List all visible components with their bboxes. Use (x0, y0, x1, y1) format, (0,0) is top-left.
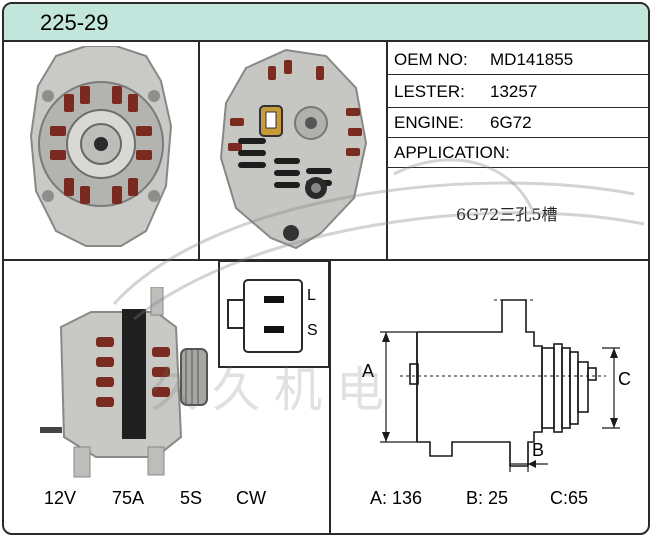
watermark-text: 久久机电 (150, 362, 399, 418)
lester-label: LESTER: (394, 82, 465, 101)
dimension-label-a: A (362, 361, 375, 381)
divider-bottom-vertical (329, 260, 331, 533)
divider-info-1 (387, 74, 648, 75)
lester-value: 13257 (490, 82, 538, 101)
spec-rotation: CW (236, 488, 266, 508)
oem-value: MD141855 (490, 50, 574, 69)
divider-info-3 (387, 137, 648, 138)
oem-label: OEM NO: (394, 50, 468, 69)
divider-info-4 (387, 167, 648, 168)
connector-label-s: S (307, 322, 318, 339)
connector-diagram (218, 260, 330, 368)
engine-label: ENGINE: (394, 113, 464, 132)
engine-value: 6G72 (490, 113, 532, 132)
dimension-a-value: A: 136 (370, 488, 423, 508)
dimension-label-c: C (618, 369, 631, 389)
watermark-swoosh (112, 158, 645, 321)
alternator-front-photo (29, 46, 173, 247)
dimension-c-value: C:65 (550, 488, 589, 508)
dimension-b-value: B: 25 (466, 488, 509, 508)
spec-amperage: 75A (112, 488, 145, 508)
dimension-drawing (380, 299, 620, 472)
application-value: 6G72三孔5槽 (456, 205, 558, 224)
divider-info-2 (387, 107, 648, 108)
dimension-label-b: B (532, 440, 545, 460)
divider-photo-2 (386, 40, 388, 260)
spec-voltage: 12V (44, 488, 77, 508)
spec-grooves: 5S (180, 488, 203, 508)
alternator-rear-photo (219, 48, 368, 250)
header-bar: 225-29 (4, 4, 648, 42)
part-number-title: 225-29 (40, 10, 109, 35)
alternator-side-photo (40, 287, 208, 478)
connector-label-l: L (307, 287, 316, 304)
application-label: APPLICATION: (394, 143, 510, 162)
divider-photo-1 (198, 40, 200, 260)
